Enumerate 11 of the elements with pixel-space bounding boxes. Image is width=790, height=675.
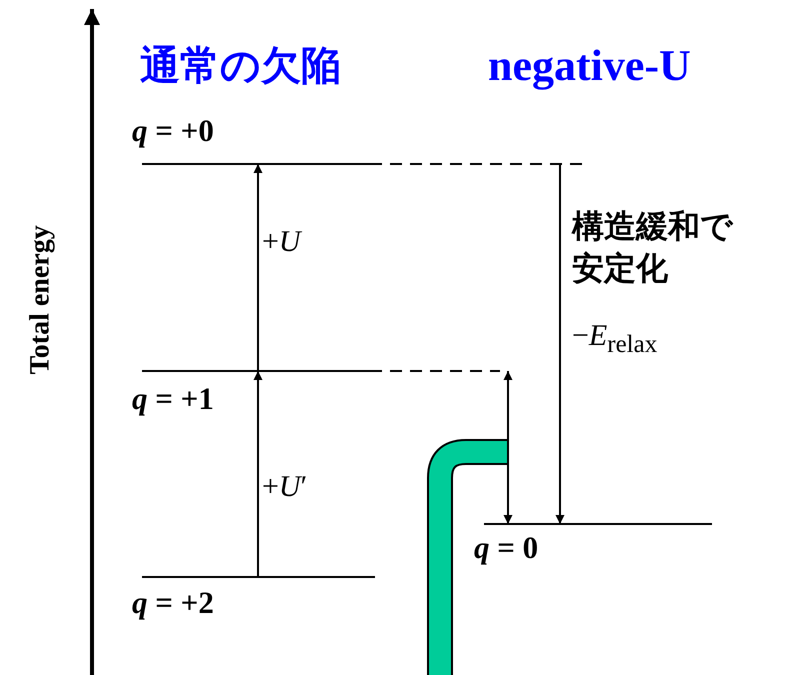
arrow bbox=[254, 164, 262, 371]
axis-label: Total energy bbox=[23, 225, 56, 374]
energy-difference-label: +U′ bbox=[262, 469, 308, 505]
energy-difference-label: +U bbox=[262, 224, 301, 260]
arrow bbox=[556, 164, 564, 524]
energy-label: −E$_{relax}$ bbox=[572, 318, 658, 360]
heading: negative-U bbox=[488, 40, 691, 92]
edge-label: 構造緩和で安定化 bbox=[572, 206, 734, 289]
arrow bbox=[254, 371, 262, 577]
arrow bbox=[504, 371, 512, 524]
heading: 通常の欠陥 bbox=[140, 42, 341, 90]
